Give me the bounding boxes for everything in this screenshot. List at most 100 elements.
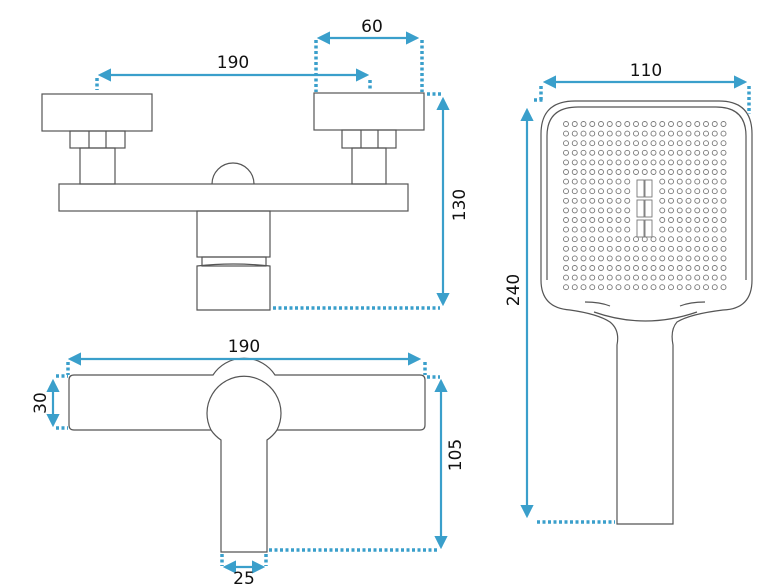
nozzle-hole xyxy=(694,178,701,185)
nozzle-hole xyxy=(659,207,666,214)
nozzle-hole xyxy=(659,226,666,233)
nozzle-hole xyxy=(650,274,657,281)
nozzle-hole xyxy=(641,255,648,262)
nozzle-hole xyxy=(676,159,683,166)
nozzle-hole xyxy=(703,149,709,156)
nozzle-hole xyxy=(703,265,709,271)
nozzle-hole xyxy=(598,178,604,185)
nozzle-hole xyxy=(694,207,701,214)
nozzle-hole xyxy=(650,265,657,271)
nozzle-hole xyxy=(606,217,613,223)
nozzle-hole xyxy=(641,169,648,175)
nozzle-hole xyxy=(676,284,683,291)
nozzle-hole xyxy=(720,159,727,166)
left-stem xyxy=(79,147,116,185)
nozzle-hole xyxy=(668,217,674,223)
nozzle-hole xyxy=(711,265,718,271)
outlet-ring xyxy=(201,256,267,267)
nozzle-hole xyxy=(589,284,596,291)
nozzle-hole xyxy=(589,159,596,166)
nozzle-hole xyxy=(580,188,587,195)
nozzle-hole xyxy=(720,207,727,214)
nozzle-hole xyxy=(615,188,622,195)
nozzle-hole xyxy=(676,149,683,156)
nozzle-hole xyxy=(571,284,578,291)
right-stem xyxy=(351,147,387,185)
nozzle-hole xyxy=(685,217,692,223)
nozzle-hole xyxy=(598,121,604,127)
nozzle-hole xyxy=(589,130,596,137)
nozzle-hole xyxy=(589,178,596,185)
nozzle-hole xyxy=(703,169,709,175)
outlet-connector xyxy=(196,263,271,311)
nozzle-hole xyxy=(668,149,674,156)
nozzle-hole xyxy=(633,236,639,243)
nozzle-hole xyxy=(703,274,709,281)
nozzle-hole xyxy=(606,236,613,243)
nozzle-hole xyxy=(694,217,701,223)
nozzle-hole xyxy=(685,149,692,156)
nozzle-hole xyxy=(676,169,683,175)
nozzle-hole xyxy=(571,159,578,166)
nozzle-hole xyxy=(711,245,718,252)
nozzle-hole xyxy=(606,226,613,233)
nozzle-hole xyxy=(598,130,604,137)
nozzle-hole xyxy=(606,284,613,291)
nozzle-hole xyxy=(624,236,631,243)
nozzle-hole xyxy=(711,121,718,127)
nozzle-hole xyxy=(694,140,701,147)
left-knob xyxy=(41,93,153,132)
nozzle-hole xyxy=(606,178,613,185)
nozzle-hole xyxy=(589,217,596,223)
nozzle-hole xyxy=(571,149,578,156)
nozzle-hole xyxy=(571,169,578,175)
nozzle-hole xyxy=(676,197,683,204)
mixer-front-view xyxy=(68,357,426,553)
nozzle-hole xyxy=(668,121,674,127)
outlet-block xyxy=(196,210,271,258)
nozzle-hole xyxy=(563,121,569,127)
nozzle-hole xyxy=(633,140,639,147)
dome xyxy=(211,162,255,185)
nozzle-hole xyxy=(633,159,639,166)
nozzle-hole xyxy=(720,130,727,137)
nozzle-hole xyxy=(580,217,587,223)
nozzle-hole xyxy=(563,159,569,166)
nozzle-hole xyxy=(676,226,683,233)
nozzle-hole xyxy=(624,178,631,185)
nozzle-hole xyxy=(641,121,648,127)
nozzle-hole xyxy=(711,140,718,147)
nozzle-hole xyxy=(650,121,657,127)
nozzle-hole xyxy=(703,188,709,195)
nozzle-hole xyxy=(668,130,674,137)
nozzle-hole xyxy=(685,169,692,175)
nozzle-hole xyxy=(703,121,709,127)
nozzle-hole xyxy=(668,140,674,147)
nozzle-hole xyxy=(571,255,578,262)
nozzle-hole xyxy=(694,188,701,195)
nozzle-hole xyxy=(685,207,692,214)
nozzle-hole xyxy=(615,265,622,271)
nozzle-hole xyxy=(659,274,666,281)
nozzle-hole xyxy=(615,217,622,223)
nozzle-hole xyxy=(615,284,622,291)
nozzle-hole xyxy=(668,188,674,195)
nozzle-hole xyxy=(668,169,674,175)
nozzle-hole xyxy=(720,265,727,271)
nozzle-hole xyxy=(659,130,666,137)
nozzle-hole xyxy=(685,245,692,252)
nozzle-hole xyxy=(650,130,657,137)
nozzle-hole xyxy=(633,245,639,252)
nozzle-hole xyxy=(580,169,587,175)
nozzle-hole xyxy=(580,274,587,281)
nozzle-hole xyxy=(606,197,613,204)
nozzle-hole xyxy=(598,159,604,166)
nozzle-hole xyxy=(606,159,613,166)
nozzle-hole xyxy=(641,159,648,166)
nozzle-hole xyxy=(685,284,692,291)
nozzle-hole xyxy=(685,188,692,195)
nozzle-hole xyxy=(624,197,631,204)
nozzle-hole xyxy=(676,265,683,271)
nozzle-hole xyxy=(598,226,604,233)
